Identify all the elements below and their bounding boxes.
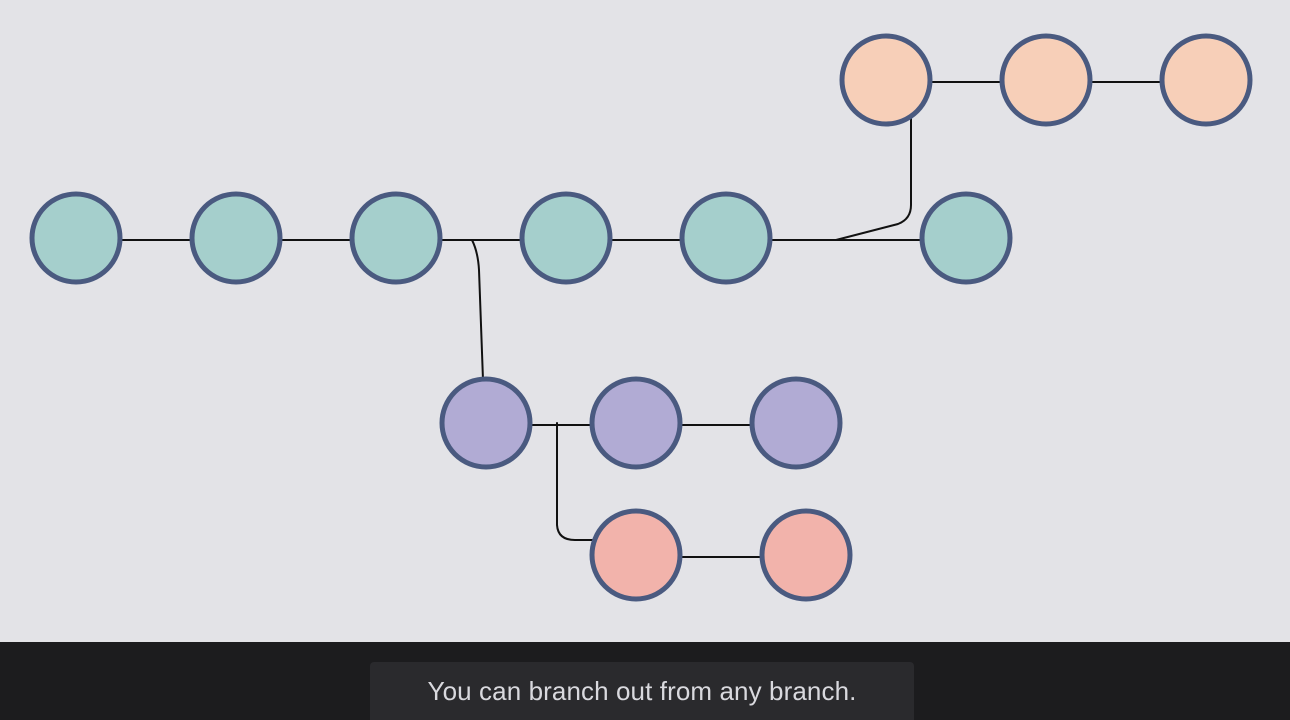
edges-layer — [115, 81, 1167, 558]
diagram-canvas — [0, 0, 1290, 642]
commit-node-purple-2 — [589, 376, 683, 470]
commit-node-main-1 — [29, 191, 123, 285]
edge-branch-purple-to-red — [556, 422, 597, 541]
nodes-layer — [29, 33, 1253, 602]
commit-node-purple-1 — [439, 376, 533, 470]
edge-branch-main-to-top — [835, 117, 912, 241]
commit-node-main-5 — [679, 191, 773, 285]
caption-box: You can branch out from any branch. — [370, 662, 914, 720]
caption-text: You can branch out from any branch. — [427, 675, 857, 706]
branch-diagram — [29, 33, 1253, 602]
commit-node-main-2 — [189, 191, 283, 285]
commit-node-top-1 — [839, 33, 933, 127]
edge-branch-main-to-purple — [471, 239, 484, 381]
commit-node-purple-3 — [749, 376, 843, 470]
commit-node-main-4 — [519, 191, 613, 285]
commit-node-red-2 — [759, 508, 853, 602]
commit-node-top-3 — [1159, 33, 1253, 127]
commit-node-main-6 — [919, 191, 1013, 285]
commit-node-red-1 — [589, 508, 683, 602]
commit-node-top-2 — [999, 33, 1093, 127]
commit-node-main-3 — [349, 191, 443, 285]
caption-bar: You can branch out from any branch. — [0, 642, 1290, 720]
